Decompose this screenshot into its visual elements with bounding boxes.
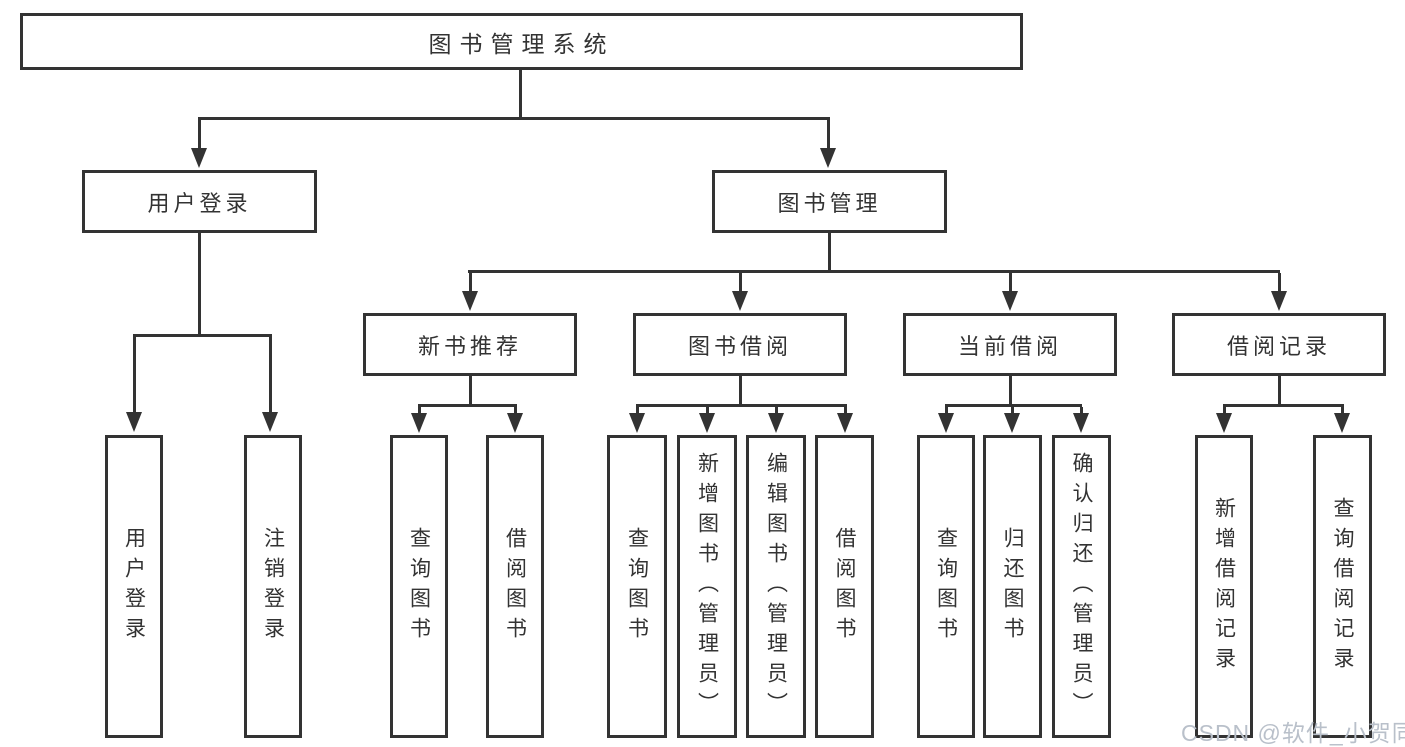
arrow-down-icon (1002, 291, 1018, 311)
node-new-book-recommend: 新书推荐 (363, 313, 577, 376)
arrow-down-icon (1271, 291, 1287, 311)
arrow-down-icon (411, 413, 427, 433)
arrow-down-icon (1334, 413, 1350, 433)
leaf-newbooks-query-books-label: 查询图书 (407, 526, 431, 647)
node-root-label: 图书管理系统 (428, 30, 615, 57)
arrow-down-icon (699, 413, 715, 433)
node-book-management-label: 图书管理 (777, 190, 882, 216)
leaf-user-login: 用户登录 (105, 435, 163, 738)
node-book-borrow-label: 图书借阅 (687, 333, 792, 359)
arrow-down-icon (262, 412, 278, 432)
leaf-logout-label: 注销登录 (261, 526, 285, 647)
connector-records-bar (1223, 404, 1344, 407)
connector-current-drop-2 (1011, 407, 1014, 413)
leaf-borrow-query-books: 查询图书 (607, 435, 667, 738)
connector-current-stem (1009, 376, 1012, 406)
leaf-newbooks-query-books: 查询图书 (390, 435, 448, 738)
node-book-management: 图书管理 (712, 170, 947, 233)
leaf-records-query-record: 查询借阅记录 (1313, 435, 1372, 738)
leaf-borrow-add-books-admin: 新增图书（管理员） (677, 435, 737, 738)
connector-borrow-drop-2 (706, 407, 709, 413)
leaf-newbooks-borrow-books: 借阅图书 (486, 435, 544, 738)
connector-records-drop-1 (1223, 407, 1226, 413)
node-user-login: 用户登录 (82, 170, 317, 233)
leaf-records-query-record-label: 查询借阅记录 (1331, 496, 1354, 677)
arrow-down-icon (1004, 413, 1020, 433)
node-borrow-records-label: 借阅记录 (1226, 333, 1331, 359)
leaf-borrow-edit-books-admin: 编辑图书（管理员） (746, 435, 806, 738)
leaf-current-confirm-return-admin-label: 确认归还（管理员） (1070, 451, 1093, 722)
arrow-down-icon (126, 412, 142, 432)
leaf-user-login-label: 用户登录 (122, 526, 146, 647)
connector-userlogin-drop-2 (269, 337, 272, 412)
node-current-borrow-label: 当前借阅 (957, 333, 1062, 359)
node-borrow-records: 借阅记录 (1172, 313, 1386, 376)
connector-bookmgmt-drop-3 (1009, 273, 1012, 291)
connector-bookmgmt-drop-4 (1278, 273, 1281, 291)
node-root: 图书管理系统 (20, 13, 1023, 70)
leaf-borrow-borrow-books: 借阅图书 (815, 435, 874, 738)
node-book-borrow: 图书借阅 (633, 313, 847, 376)
connector-newbooks-drop-1 (418, 407, 421, 413)
connector-newbooks-bar (418, 404, 517, 407)
connector-root-drop-left (198, 120, 201, 150)
arrow-down-icon (938, 413, 954, 433)
node-new-book-recommend-label: 新书推荐 (417, 333, 522, 359)
leaf-records-add-record: 新增借阅记录 (1195, 435, 1253, 738)
leaf-records-add-record-label: 新增借阅记录 (1212, 496, 1236, 677)
connector-bookmgmt-bar (468, 270, 1280, 273)
connector-userlogin-stem (198, 233, 201, 337)
arrow-down-icon (820, 148, 836, 168)
leaf-current-confirm-return-admin: 确认归还（管理员） (1052, 435, 1111, 738)
connector-current-drop-1 (945, 407, 948, 413)
leaf-current-query-books: 查询图书 (917, 435, 975, 738)
connector-records-drop-2 (1341, 407, 1344, 413)
connector-bookmgmt-drop-2 (739, 273, 742, 291)
arrow-down-icon (837, 413, 853, 433)
arrow-down-icon (191, 148, 207, 168)
connector-borrow-stem (739, 376, 742, 406)
arrow-down-icon (507, 413, 523, 433)
connector-records-stem (1278, 376, 1281, 406)
connector-userlogin-drop-1 (133, 337, 136, 412)
leaf-current-return-books: 归还图书 (983, 435, 1042, 738)
connector-current-bar (945, 404, 1082, 407)
connector-current-drop-3 (1080, 407, 1083, 413)
leaf-newbooks-borrow-books-label: 借阅图书 (503, 526, 527, 647)
connector-root-bar (198, 117, 830, 120)
connector-root-drop-right (827, 120, 830, 150)
leaf-borrow-edit-books-admin-label: 编辑图书（管理员） (764, 451, 788, 722)
connector-root-stem (519, 70, 522, 119)
csdn-watermark: CSDN @软件_小贺同学 (1181, 720, 1405, 746)
connector-bookmgmt-stem (828, 233, 831, 273)
node-current-borrow: 当前借阅 (903, 313, 1117, 376)
arrow-down-icon (768, 413, 784, 433)
leaf-borrow-query-books-label: 查询图书 (625, 526, 649, 647)
connector-userlogin-bar (133, 334, 272, 337)
leaf-current-return-books-label: 归还图书 (1001, 526, 1024, 647)
node-user-login-label: 用户登录 (147, 190, 252, 216)
connector-borrow-drop-4 (844, 407, 847, 413)
connector-bookmgmt-drop-1 (469, 273, 472, 291)
connector-borrow-drop-3 (775, 407, 778, 413)
arrow-down-icon (732, 291, 748, 311)
arrow-down-icon (462, 291, 478, 311)
arrow-down-icon (1073, 413, 1089, 433)
leaf-borrow-borrow-books-label: 借阅图书 (833, 526, 856, 647)
connector-newbooks-stem (469, 376, 472, 406)
arrow-down-icon (1216, 413, 1232, 433)
connector-newbooks-drop-2 (514, 407, 517, 413)
leaf-logout: 注销登录 (244, 435, 302, 738)
leaf-current-query-books-label: 查询图书 (934, 526, 958, 647)
connector-borrow-drop-1 (636, 407, 639, 413)
leaf-borrow-add-books-admin-label: 新增图书（管理员） (695, 451, 719, 722)
connector-borrow-bar (636, 404, 847, 407)
arrow-down-icon (629, 413, 645, 433)
